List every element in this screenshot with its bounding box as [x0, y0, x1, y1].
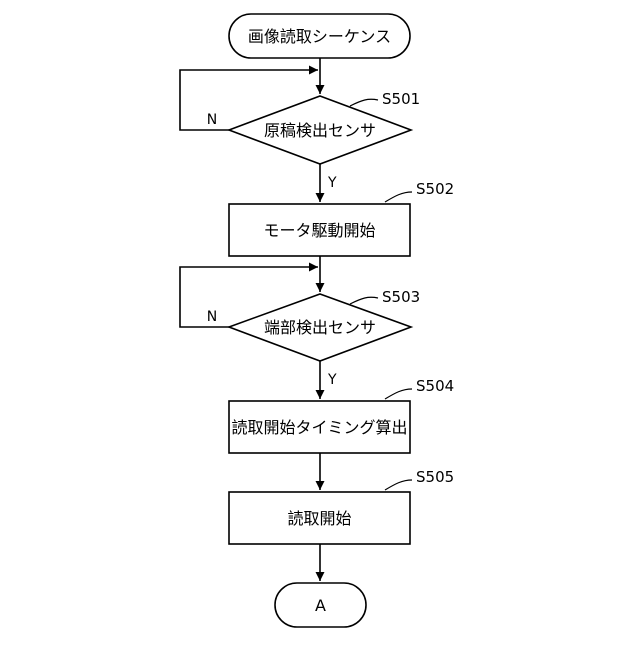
s503-yes-label: Y: [327, 372, 337, 388]
process-s505-label: 読取開始: [287, 509, 351, 528]
s501-step-id: S501: [382, 90, 420, 108]
s505-step-id: S505: [416, 468, 454, 486]
s503-no-label: N: [207, 309, 217, 325]
process-s502: モータ駆動開始: [229, 204, 410, 256]
s501-yes-label: Y: [327, 175, 337, 191]
decision-s503-label: 端部検出センサ: [264, 318, 376, 337]
decision-s501-label: 原稿検出センサ: [264, 121, 376, 140]
s502-step-id: S502: [416, 180, 454, 198]
s502-step-leader: [385, 192, 412, 202]
s503-step-id: S503: [382, 288, 420, 306]
start-terminator: 画像読取シーケンス: [229, 14, 410, 58]
s505-step-leader: [385, 480, 412, 490]
process-s504-label: 読取開始タイミング算出: [231, 418, 407, 437]
start-terminator-label: 画像読取シーケンス: [248, 27, 391, 46]
s503-step-leader: [350, 297, 378, 304]
process-s502-label: モータ駆動開始: [263, 221, 375, 240]
s501-step-leader: [350, 99, 378, 106]
process-s504: 読取開始タイミング算出: [229, 401, 410, 453]
s501-no-label: N: [207, 112, 217, 128]
end-terminator: A: [275, 583, 366, 627]
end-terminator-label: A: [315, 596, 326, 615]
process-s505: 読取開始: [229, 492, 410, 544]
s504-step-leader: [385, 389, 412, 399]
s504-step-id: S504: [416, 377, 454, 395]
